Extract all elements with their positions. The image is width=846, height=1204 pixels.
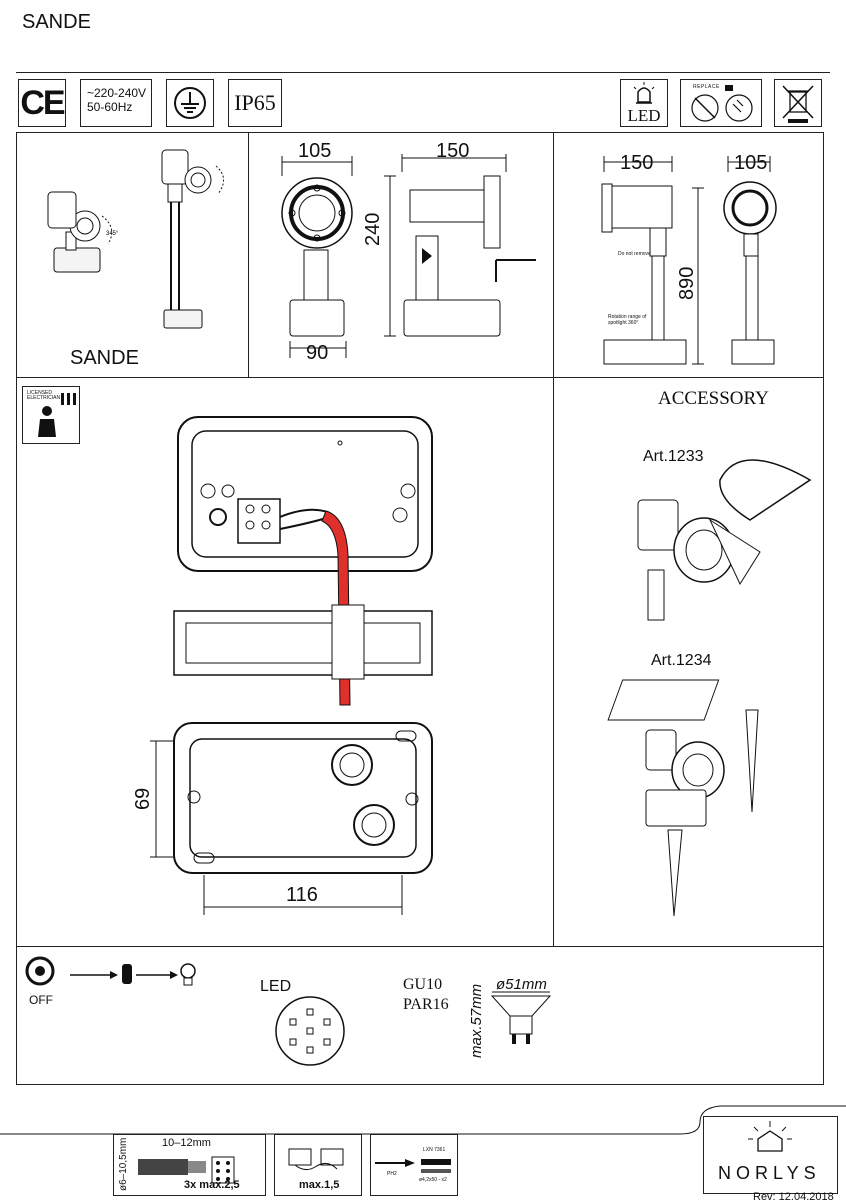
footer-fixing-box: LXN 7361 PH2 ø4,2x50 - x2 xyxy=(370,1134,458,1196)
dimension-drawing xyxy=(281,154,536,358)
dim-post-height: 890 xyxy=(676,266,698,300)
junction-box-drawing xyxy=(150,416,433,915)
footer-terminal2-box: max.1,5 xyxy=(274,1134,362,1196)
brand-box: NORLYS xyxy=(703,1116,838,1194)
main-frame xyxy=(16,132,824,1085)
strip-length: 10–12mm xyxy=(162,1137,211,1149)
led-box: LED xyxy=(620,79,668,127)
divider-v2 xyxy=(553,132,554,946)
power-off-icon xyxy=(25,956,55,986)
led-label: LED xyxy=(260,978,292,995)
ground-symbol xyxy=(166,79,214,127)
voltage-box: ~220-240V 50-60Hz xyxy=(80,79,152,127)
replace-bulb-icon xyxy=(691,85,753,122)
fixing-label: LXN 7361 xyxy=(423,1147,446,1153)
dim-junction-height: 69 xyxy=(132,787,154,810)
frequency-text: 50-60Hz xyxy=(87,100,133,114)
accessory-art-1234: Art.1234 xyxy=(651,652,712,669)
top-rule xyxy=(16,72,830,73)
screwdriver-label: PH2 xyxy=(387,1171,397,1177)
led-module-drawing xyxy=(275,996,345,1066)
weee-bin-icon xyxy=(782,85,814,123)
terminal-block-icon xyxy=(288,1148,344,1171)
cable-range: ø6–10,5mm xyxy=(118,1137,129,1191)
note-do-not-remove: Do not remove xyxy=(618,251,651,257)
ip-rating: IP65 xyxy=(228,79,282,127)
electrician-icon xyxy=(38,393,76,437)
ground-icon xyxy=(174,87,206,119)
bulb-diameter: ø51mm xyxy=(496,976,547,993)
led-bulb-icon xyxy=(633,82,655,104)
note-rotation-range: Rotation range of spotlight 360° xyxy=(608,314,647,326)
voltage-text: ~220-240V xyxy=(87,86,147,100)
dim-post-length: 150 xyxy=(620,152,654,174)
off-label: OFF xyxy=(29,993,53,1007)
page-title: SANDE xyxy=(22,11,91,33)
accessory-heading: ACCESSORY xyxy=(658,388,769,409)
replace-box: REPLACE xyxy=(680,79,762,127)
accessory-art-1233: Art.1233 xyxy=(643,448,704,465)
wire-strip-icon xyxy=(138,1156,235,1184)
dim-height: 240 xyxy=(362,212,384,246)
footer-curve xyxy=(0,1105,846,1135)
divider-h2 xyxy=(16,946,824,947)
footer-terminal-box: ø6–10,5mm 10–12mm 3x max.2,5 xyxy=(113,1134,266,1196)
divider-h1 xyxy=(16,377,824,378)
revision-date: Rev: 12.04.2018 xyxy=(753,1191,834,1203)
product-name: SANDE xyxy=(70,347,139,369)
electrician-box: LICENSED ELECTRICIAN xyxy=(22,386,80,444)
dim-side-length: 150 xyxy=(436,140,470,162)
screwdriver-icon xyxy=(375,1159,451,1173)
svg-text:345°: 345° xyxy=(106,231,119,237)
weee-box xyxy=(774,79,822,127)
terminal2-spec: max.1,5 xyxy=(299,1179,340,1191)
divider-v1 xyxy=(248,132,249,377)
gu10-bulb-drawing xyxy=(490,991,552,1044)
product-illustration: 345° xyxy=(47,149,224,329)
dim-base-width: 90 xyxy=(306,342,329,364)
par16-label: PAR16 xyxy=(403,996,449,1013)
screw-spec: ø4,2x50 - x2 xyxy=(419,1177,447,1183)
post-drawing xyxy=(601,156,777,365)
dim-post-width: 105 xyxy=(734,152,768,174)
off-sequence-arrows xyxy=(70,963,196,986)
ce-mark: CE xyxy=(18,79,66,127)
gu10-label: GU10 xyxy=(403,976,443,993)
brand-name: NORLYS xyxy=(718,1163,821,1183)
terminal-spec: 3x max.2,5 xyxy=(184,1179,240,1191)
house-logo-icon xyxy=(748,1121,792,1152)
dim-junction-width: 116 xyxy=(286,884,318,906)
accessory-drawing xyxy=(607,459,812,917)
bulb-max-height: max.57mm xyxy=(468,983,485,1058)
dim-front-width: 105 xyxy=(298,140,332,162)
